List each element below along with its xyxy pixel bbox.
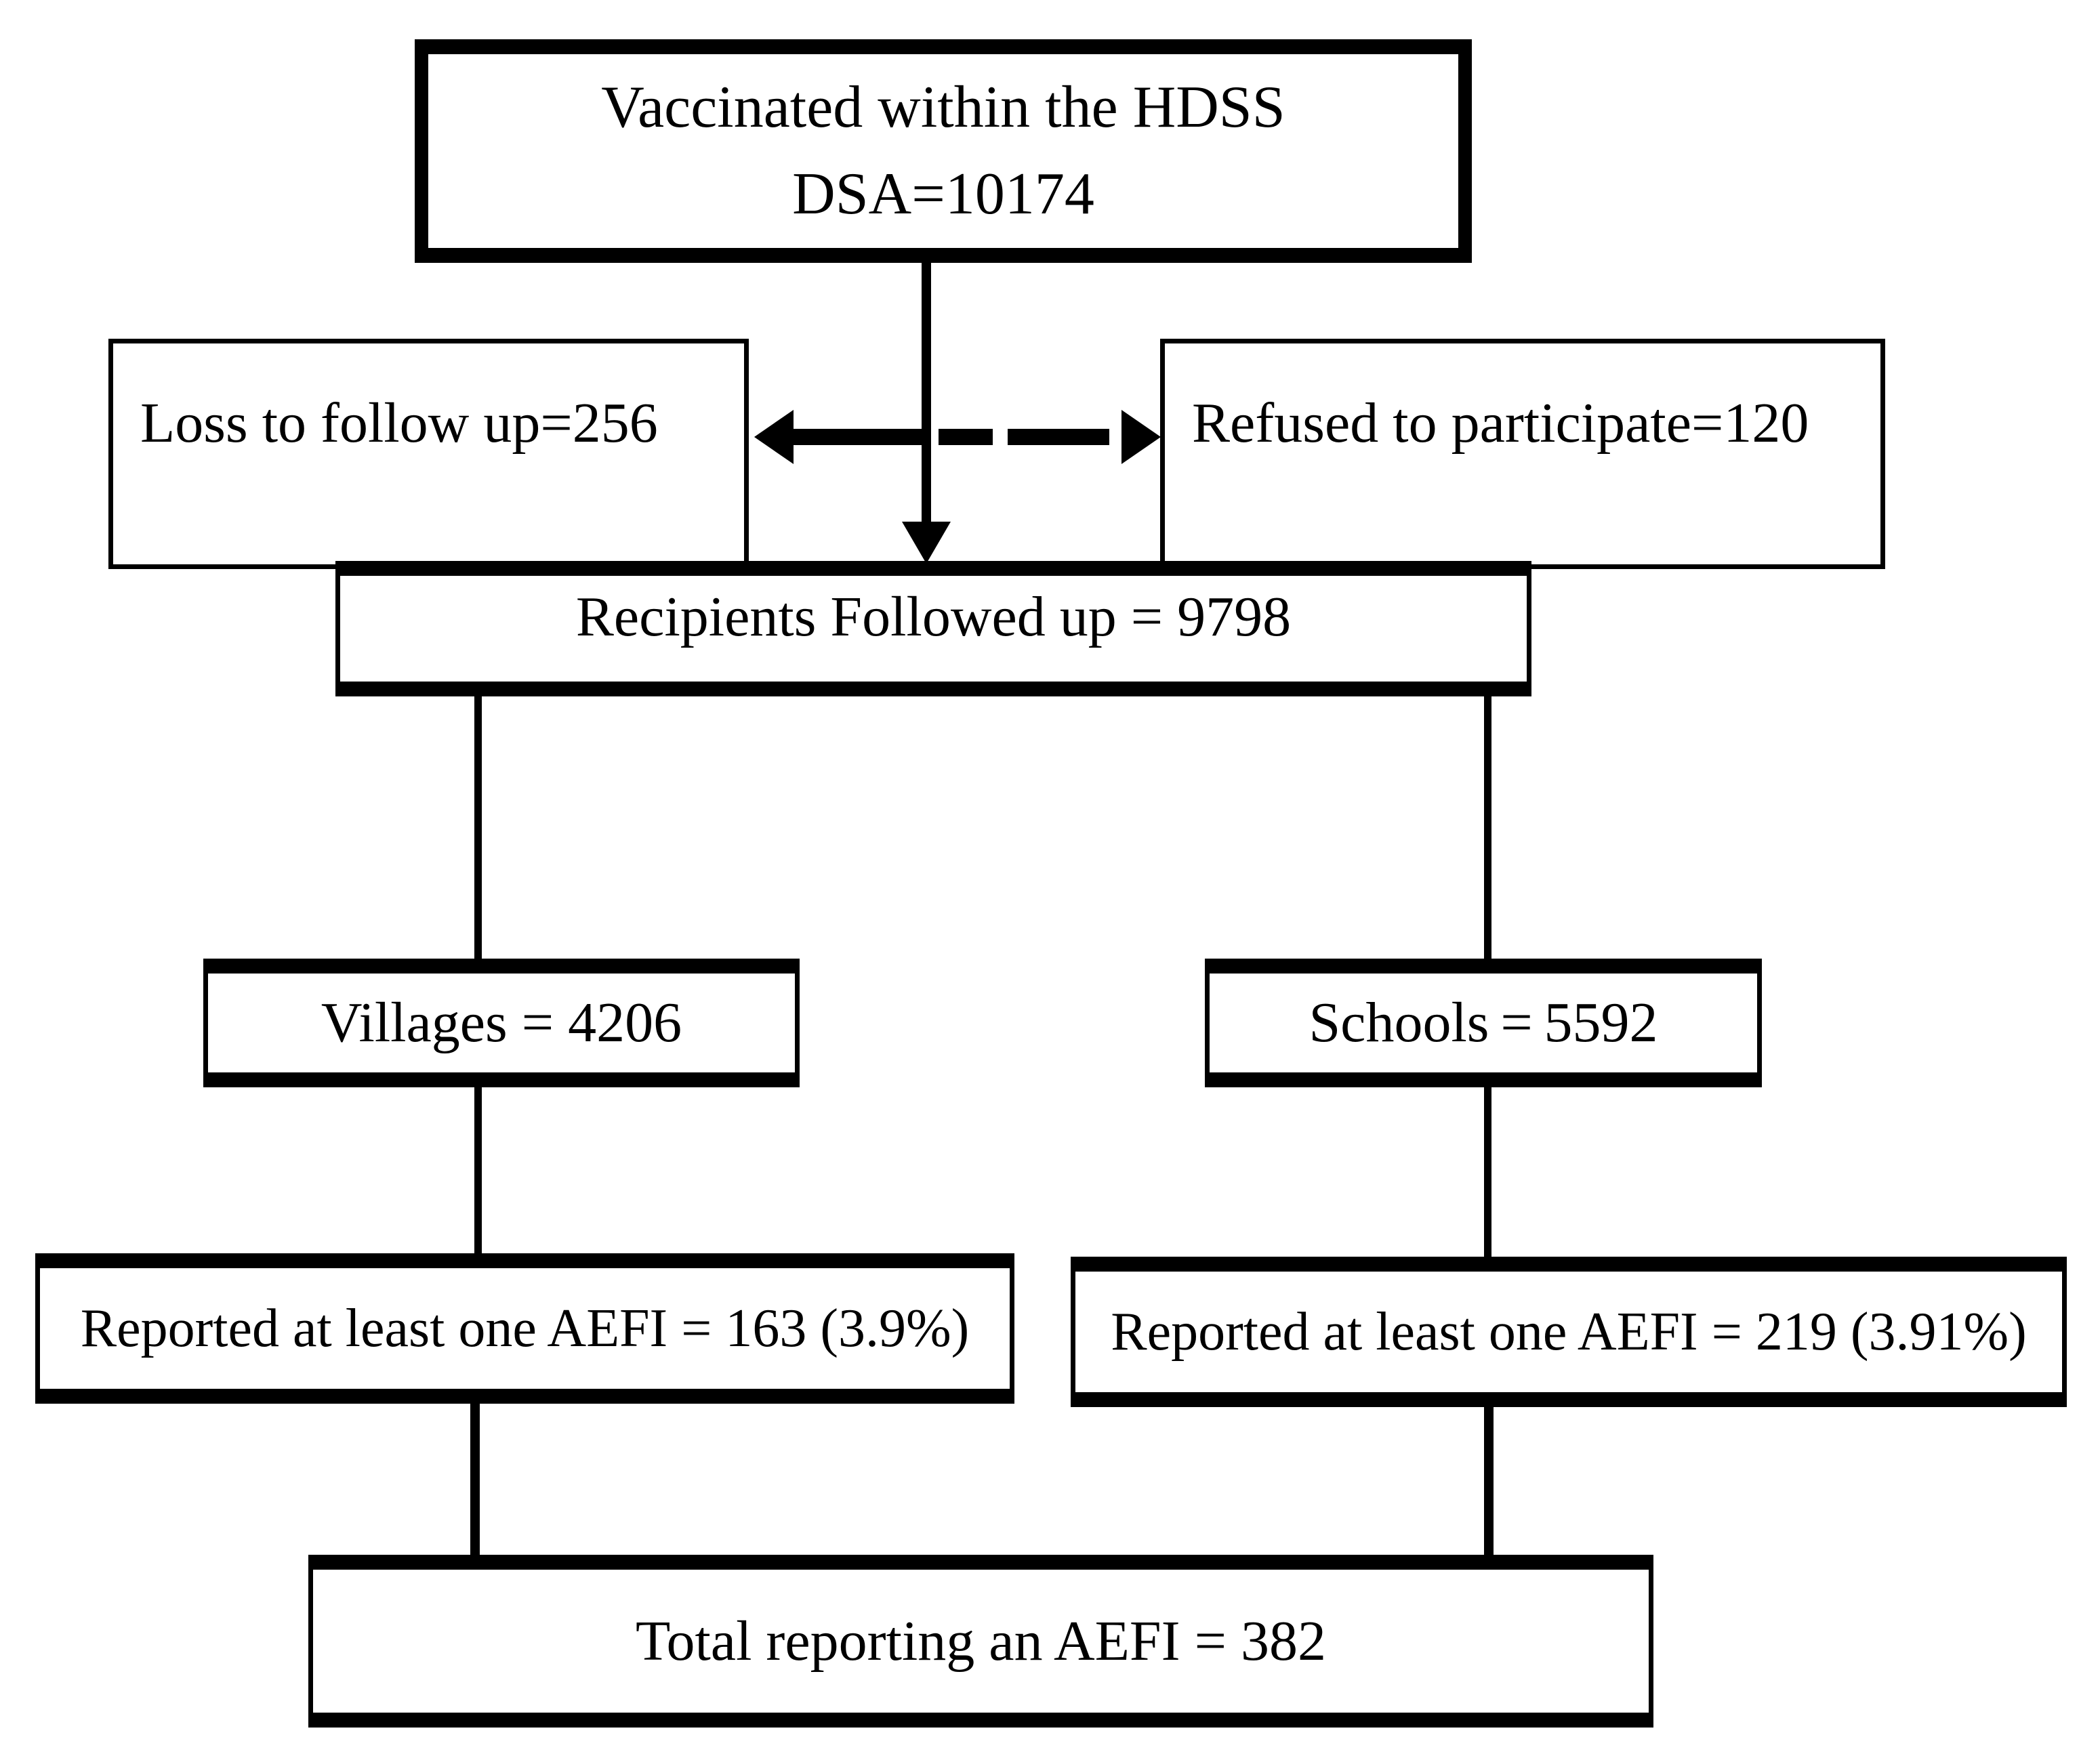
node-aefi-villages: Reported at least one AEFI = 163 (3.9%): [35, 1253, 1014, 1404]
connector-schools-to-aefi: [1484, 1084, 1491, 1257]
node-loss-to-follow-up-label: Loss to follow up=256: [140, 392, 658, 455]
node-refused-to-participate-label: Refused to participate=120: [1192, 392, 1809, 455]
node-schools-label: Schools = 5592: [1309, 991, 1658, 1055]
dash-segment-2: [939, 429, 993, 445]
connector-recipients-to-schools: [1484, 692, 1491, 963]
connector-aefi-villages-to-total: [470, 1401, 480, 1567]
arrowhead-dashed-right: [1121, 410, 1161, 464]
node-recipients-followed-up-label: Recipients Followed up = 9798: [575, 585, 1292, 649]
connector-villages-to-aefi: [474, 1084, 482, 1257]
connector-recipients-to-villages: [474, 692, 482, 963]
node-vaccinated-line2: DSA=10174: [792, 161, 1094, 227]
node-refused-to-participate: Refused to participate=120: [1160, 339, 1885, 569]
arrowhead-dashed-left: [754, 410, 794, 464]
node-vaccinated-within-hdss: Vaccinated within the HDSS DSA=10174: [415, 39, 1472, 263]
dash-segment-3: [1008, 429, 1109, 445]
node-aefi-schools: Reported at least one AEFI = 219 (3.91%): [1071, 1257, 2067, 1407]
node-vaccinated-label: Vaccinated within the HDSS DSA=10174: [428, 64, 1458, 237]
connector-vaccinated-to-recipients: [922, 263, 931, 534]
node-villages: Villages = 4206: [203, 959, 800, 1087]
node-villages-label: Villages = 4206: [321, 991, 682, 1055]
node-aefi-villages-label: Reported at least one AEFI = 163 (3.9%): [80, 1299, 970, 1358]
dash-segment-2b: [881, 429, 922, 445]
node-total-reporting-aefi-label: Total reporting an AEFI = 382: [636, 1609, 1326, 1673]
node-total-reporting-aefi: Total reporting an AEFI = 382: [308, 1555, 1653, 1728]
node-recipients-followed-up: Recipients Followed up = 9798: [335, 561, 1531, 696]
dash-segment-1: [791, 429, 897, 445]
node-vaccinated-line1: Vaccinated within the HDSS: [601, 75, 1285, 141]
node-aefi-schools-label: Reported at least one AEFI = 219 (3.91%): [1111, 1302, 2027, 1362]
connector-aefi-schools-to-total: [1484, 1404, 1494, 1567]
node-loss-to-follow-up: Loss to follow up=256: [108, 339, 749, 569]
arrowhead-vaccinated-to-recipients: [902, 522, 951, 564]
node-schools: Schools = 5592: [1205, 959, 1762, 1087]
